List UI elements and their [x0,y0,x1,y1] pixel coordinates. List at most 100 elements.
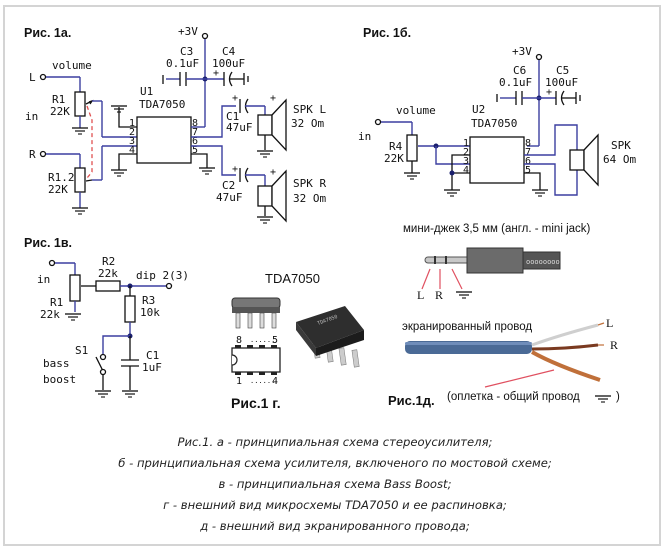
r1-2-name: R1.2 [48,171,75,184]
ganged-link [86,105,93,179]
u1-name: U1 [140,85,153,98]
c5-name: C5 [556,64,569,77]
svg-text:2: 2 [129,127,135,138]
u2-part: TDA7050 [471,117,517,130]
wire-l-label: L [606,316,613,330]
figure-caption: Рис.1. а - принципиальная схема стереоус… [0,432,670,537]
chip-photo: TDA7050 [296,306,364,368]
c4-value: 100uF [212,57,245,70]
spk-l-value: 32 Om [291,117,324,130]
fig-1g-title: Рис.1 г. [231,395,281,411]
spk-name: SPK [611,139,631,152]
potentiometer-bass-r1 [69,274,81,302]
r1-name: R1 [52,93,65,106]
r3-name: R3 [142,294,155,307]
svg-text:+: + [232,93,238,104]
figure-frame [3,5,661,546]
bass-c1-value: 1uF [142,361,162,374]
input-label-b: in [358,130,371,143]
jack-l-label: L [417,288,424,302]
resistor-r2 [95,280,121,292]
input-terminal-b [374,118,382,126]
wire-r [531,343,599,351]
svg-text:+: + [270,93,276,104]
ic-u2 [469,136,525,184]
input-label: in [25,110,38,123]
figure-1v: Рис. 1в. in R1 22k R2 22k dip 2(3) R3 10… [24,236,189,398]
dip-top-view [231,345,281,375]
pin-8-label: 8 [236,335,242,346]
spk-r-value: 32 Om [293,192,326,205]
caption-line: г - внешний вид микросхемы TDA7050 и ее … [163,498,507,512]
c4-name: C4 [222,45,236,58]
svg-text:5: 5 [192,145,198,156]
input-r-terminal [39,150,47,158]
resistor-r3 [124,295,136,323]
c3-name: C3 [180,45,193,58]
jack-r-label: R [435,288,443,302]
potentiometer-r4 [406,134,418,162]
svg-text:8: 8 [525,138,531,149]
figure-1a: Рис. 1а. +3V C3 0.1uF C4 100uF + volume [24,25,326,224]
supply-terminal [201,32,209,40]
fig-1v-title: Рис. 1в. [24,236,72,250]
svg-text:......: ...... [250,377,275,385]
potentiometer-r1-2 [74,167,86,193]
r1-value: 22K [50,105,70,118]
speaker-bridge [569,133,599,187]
s1-line1: bass [43,357,70,370]
r1-2-value: 22K [48,183,68,196]
volume-label-b: volume [396,104,436,117]
wire-r-label: R [610,338,618,352]
bass-input-label: in [37,273,50,286]
r2-name: R2 [102,255,115,268]
spk-l-name: SPK L [293,103,326,116]
fig-1b-title: Рис. 1б. [363,26,411,40]
svg-text:5: 5 [525,165,531,176]
jack-title: мини-джек 3,5 мм (англ. - mini jack) [403,223,591,235]
u2-name: U2 [472,103,485,116]
caption-line: д - внешний вид экранированного провода; [200,519,470,533]
spk-r-name: SPK R [293,177,326,190]
svg-text:): ) [616,391,620,403]
wire-shield-braid [531,350,601,382]
svg-text:+: + [546,87,552,98]
u1-part: TDA7050 [139,98,185,111]
svg-text:1: 1 [129,118,135,129]
svg-text:7: 7 [525,147,531,158]
shield-note: (оплетка - общий провод [447,391,580,403]
c5-value: 100uF [545,76,578,89]
fig-1d-title: Рис.1д. [388,393,435,408]
pin-4-label: 4 [272,376,278,387]
input-l-label: L [29,71,36,84]
wire-l [531,323,599,347]
c2-name: C2 [222,179,235,192]
bass-r1-value: 22k [40,308,60,321]
svg-text:6: 6 [192,136,198,147]
svg-text:oooooooo: oooooooo [526,258,560,266]
r2-value: 22k [98,267,118,280]
ic-u1 [136,116,192,164]
caption-line: в - принципиальная схема Bass Boost; [218,477,452,491]
volume-label: volume [52,59,92,72]
mini-jack-figure: мини-джек 3,5 мм (англ. - mini jack) ooo… [403,223,591,302]
cable-label: экранированный провод [402,321,532,333]
figure-1g: TDA7050 8 ...... 5 1 ...... 4 [231,271,364,411]
svg-text:3: 3 [463,156,469,167]
svg-text:4: 4 [463,165,469,176]
capacitor-c4: + [205,68,249,87]
c2-value: 47uF [216,191,243,204]
spk-value: 64 Om [603,153,636,166]
output-label: dip 2(3) [136,269,189,282]
r3-value: 10k [140,306,160,319]
svg-text:......: ...... [250,336,275,344]
bass-c1-name: C1 [146,349,159,362]
figure-1b: Рис. 1б. +3V C6 0.1uF C5 100uF + volume … [358,26,636,197]
s1-name: S1 [75,344,88,357]
switch-s1 [95,356,104,372]
caption-line: б - принципиальная схема усилителя, вклю… [118,456,552,470]
figure-1d: экранированный провод L R Рис.1д. (оплет… [388,316,620,408]
svg-text:+: + [270,167,276,178]
svg-text:3: 3 [129,136,135,147]
